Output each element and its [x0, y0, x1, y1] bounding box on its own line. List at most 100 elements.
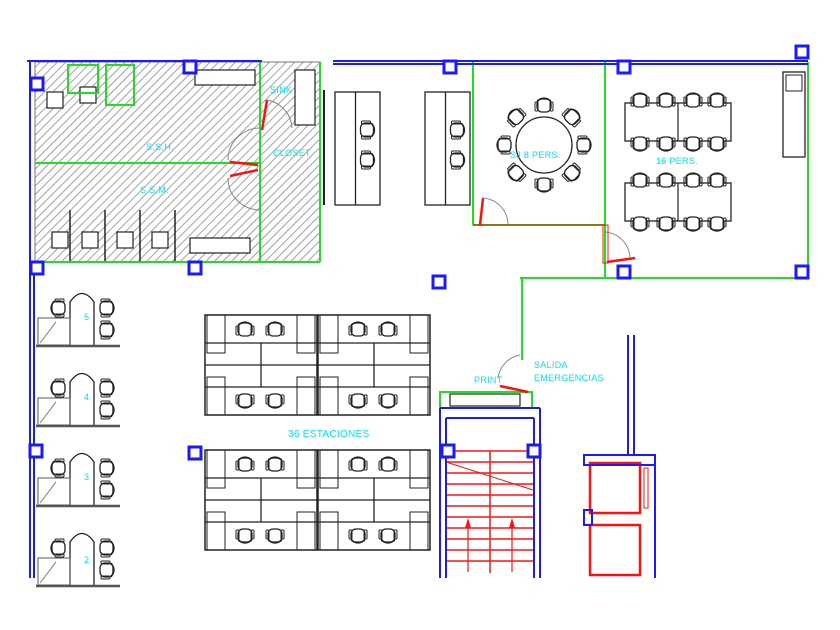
chair — [50, 378, 66, 398]
stair-arrow-head — [465, 518, 471, 528]
label-sink: SINK — [270, 85, 292, 95]
chair — [561, 162, 581, 182]
office-desk — [69, 372, 95, 425]
cabinet-cross — [39, 401, 57, 424]
chair — [99, 378, 115, 398]
door-leaf — [606, 256, 636, 264]
chair — [265, 528, 285, 544]
label-closet: CLOSET — [273, 148, 311, 158]
label-exit-1: SALIDA — [534, 360, 568, 370]
chair — [265, 456, 285, 472]
chair — [576, 135, 592, 155]
chair — [496, 135, 512, 155]
office-cabinet — [37, 397, 71, 426]
closet-shelf-icon — [294, 69, 316, 126]
label-workstations: 36 ESTACIONES — [288, 429, 370, 440]
elevator-car — [588, 461, 642, 515]
door-leaf — [478, 197, 485, 226]
storage-unit — [409, 376, 429, 416]
structural-column — [187, 445, 203, 461]
storage-unit — [409, 314, 429, 354]
door-leaf — [260, 99, 269, 131]
office-cabinet — [37, 477, 71, 506]
structural-column — [29, 260, 45, 276]
chair — [99, 480, 115, 500]
round-table — [515, 116, 573, 174]
storage-unit — [319, 314, 339, 354]
structural-column — [440, 443, 456, 459]
toilet-icon — [51, 231, 69, 249]
chair — [235, 393, 255, 409]
storage-unit — [296, 376, 316, 416]
structural-column — [616, 264, 632, 280]
chair — [630, 136, 650, 152]
chair — [378, 321, 398, 337]
desk-cluster — [424, 91, 471, 206]
door-swing — [497, 354, 521, 379]
chair — [683, 136, 703, 152]
chair — [359, 120, 376, 140]
chair — [99, 320, 115, 340]
chair — [683, 216, 703, 232]
structure-layer — [27, 44, 810, 578]
label-ssh: S.S.H. — [146, 142, 174, 152]
label-meeting-round: SJ 8 PERS. — [510, 150, 561, 160]
elevator-shaft-wall — [583, 509, 593, 526]
chair — [707, 92, 727, 108]
labels-layer: S.S.H. S.S.M. SINK CLOSET SJ 8 PERS. 16 … — [84, 85, 698, 565]
door-swing — [266, 99, 293, 129]
structural-column — [187, 260, 203, 276]
chair — [507, 162, 527, 182]
chair — [449, 120, 466, 140]
desk-cluster — [334, 91, 381, 206]
door-swing — [604, 231, 631, 259]
door-leaf — [229, 168, 259, 178]
structural-column — [794, 264, 810, 280]
door-swing — [227, 177, 261, 211]
chair — [630, 216, 650, 232]
chair — [50, 538, 66, 558]
shower-partition — [105, 64, 135, 106]
elevator-door — [643, 467, 649, 509]
storage-unit — [409, 449, 429, 489]
cabinet-cross — [39, 321, 57, 344]
chair — [235, 321, 255, 337]
storage-unit — [206, 376, 226, 416]
sink-counter-icon — [194, 69, 256, 86]
chair — [265, 321, 285, 337]
chair — [656, 136, 676, 152]
furniture-layer — [36, 69, 806, 588]
chair — [378, 456, 398, 472]
cabinet-cross — [39, 561, 57, 584]
office-number-4: 4 — [84, 392, 89, 402]
chair — [235, 456, 255, 472]
storage-unit — [206, 314, 226, 354]
structural-column — [442, 59, 458, 75]
storage-unit — [206, 449, 226, 489]
chair — [707, 136, 727, 152]
storage-unit — [206, 511, 226, 551]
door-swing — [482, 197, 509, 225]
label-ssm: S.S.M. — [140, 185, 169, 195]
chair — [359, 150, 376, 170]
chair — [656, 172, 676, 188]
chair — [656, 216, 676, 232]
chair — [99, 458, 115, 478]
chair — [656, 92, 676, 108]
chair — [630, 92, 650, 108]
stair-arrow-head — [509, 518, 515, 528]
office-desk — [69, 292, 95, 345]
chair — [99, 560, 115, 580]
storage-unit — [296, 511, 316, 551]
chair — [348, 456, 368, 472]
chair — [50, 298, 66, 318]
storage-unit — [296, 314, 316, 354]
chair — [630, 172, 650, 188]
door-leaf — [229, 160, 259, 167]
storage-unit — [319, 376, 339, 416]
elevator-shaft-wall — [583, 454, 656, 466]
chair — [99, 298, 115, 318]
chair — [534, 97, 554, 113]
structural-column — [431, 274, 447, 290]
